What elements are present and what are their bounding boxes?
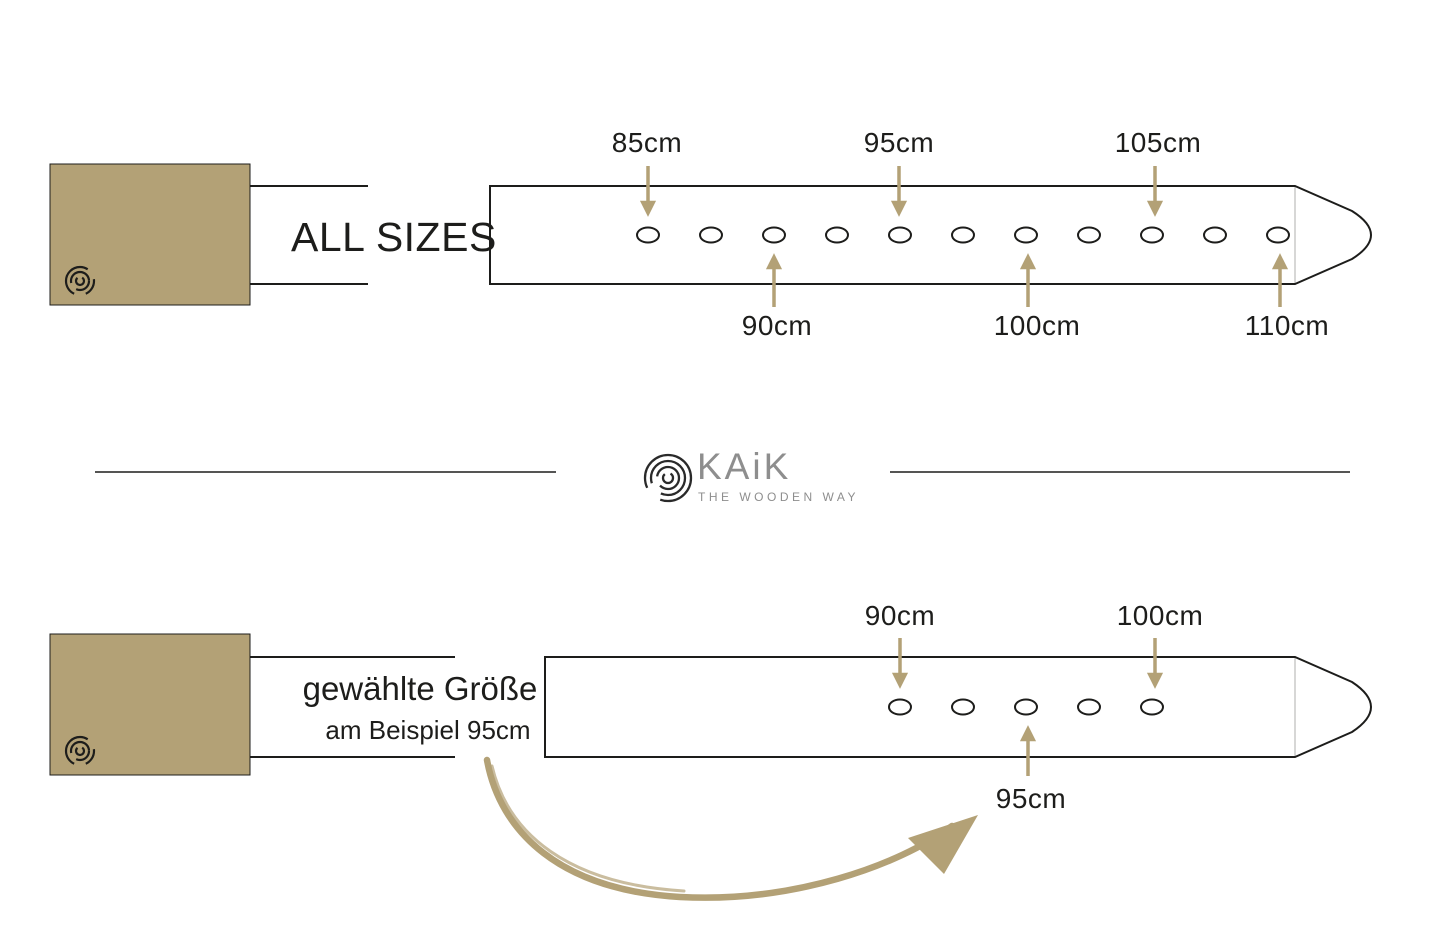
belt-hole <box>699 226 723 244</box>
belt-holes <box>888 698 1164 716</box>
size-arrows-up <box>765 253 1289 307</box>
belt-buckle <box>49 163 251 306</box>
selected-label-95cm: 95cm <box>995 783 1067 814</box>
size-label-95cm: 95cm <box>863 127 935 158</box>
belt-hole <box>1014 698 1038 716</box>
size-arrows-down <box>639 166 1164 217</box>
belt-hole <box>762 226 786 244</box>
belt-hole <box>1077 226 1101 244</box>
size-arrows-down <box>891 638 1164 689</box>
size-label-110cm: 110cm <box>1244 310 1330 341</box>
fingerprint-icon <box>64 735 96 767</box>
brand-name: KAiK <box>697 446 792 487</box>
kaik-logo-icon <box>643 453 693 503</box>
belt-strap <box>489 185 1372 285</box>
belt-hole <box>1140 226 1164 244</box>
selected-size-subtitle: am Beispiel 95cm <box>325 715 531 745</box>
fingerprint-icon <box>64 265 96 297</box>
belt-hole <box>1203 226 1227 244</box>
curved-arrow-head <box>908 815 978 874</box>
curved-arrow <box>483 756 978 901</box>
selected-label-90cm: 90cm <box>864 600 936 631</box>
size-label-90cm: 90cm <box>741 310 813 341</box>
belt-strap <box>544 656 1372 758</box>
belt-hole <box>951 226 975 244</box>
belt-selected-graphic <box>49 633 1372 901</box>
brand-tagline: THE WOODEN WAY <box>698 490 859 504</box>
belt-hole <box>888 226 912 244</box>
belt-hole <box>888 698 912 716</box>
all-sizes-title: ALL SIZES <box>291 214 497 260</box>
belt-hole <box>1266 226 1290 244</box>
belt-hole <box>951 698 975 716</box>
size-label-105cm: 105cm <box>1114 127 1202 158</box>
belt-holes <box>636 226 1290 244</box>
curved-arrow-stroke <box>490 764 686 893</box>
belt-all-sizes-graphic <box>49 163 1372 307</box>
belt-hole <box>1140 698 1164 716</box>
size-label-85cm: 85cm <box>611 127 683 158</box>
size-label-100cm: 100cm <box>993 310 1081 341</box>
divider <box>95 453 1350 503</box>
selected-size-title: gewählte Größe <box>302 670 538 707</box>
belt-hole <box>1014 226 1038 244</box>
belt-hole <box>825 226 849 244</box>
selected-label-100cm: 100cm <box>1116 600 1204 631</box>
belt-hole <box>636 226 660 244</box>
belt-buckle <box>49 633 251 776</box>
curved-arrow-stroke <box>483 756 956 901</box>
belt-hole <box>1077 698 1101 716</box>
